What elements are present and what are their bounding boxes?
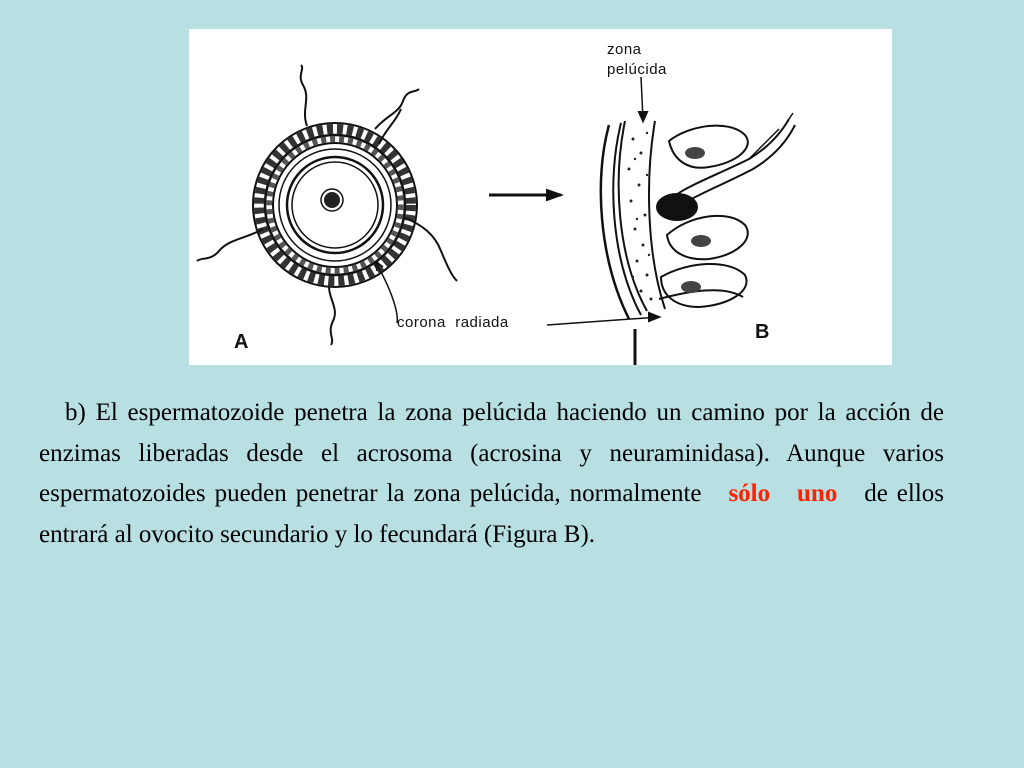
- label-corona-radiada: corona radiada: [397, 314, 509, 331]
- label-zona-line1: zona: [607, 41, 642, 58]
- highlight-solo: sólo: [728, 480, 771, 507]
- body-paragraph: b) El espermatozoide penetra la zona pel…: [39, 393, 944, 555]
- highlight-uno: uno: [797, 480, 838, 507]
- label-zona-line2: pelúcida: [607, 61, 667, 78]
- paragraph-text-part2: de ellos entrará al ovocito secundario y…: [39, 480, 945, 548]
- diagram-drawing: [196, 64, 796, 365]
- panel-label-a: A: [234, 331, 249, 353]
- figure-fertilization-diagram: zona pelúcida corona radiada A B: [189, 29, 892, 365]
- panel-label-b: B: [755, 321, 770, 343]
- paragraph-text-part1: b) El espermatozoide penetra la zona pel…: [39, 399, 944, 507]
